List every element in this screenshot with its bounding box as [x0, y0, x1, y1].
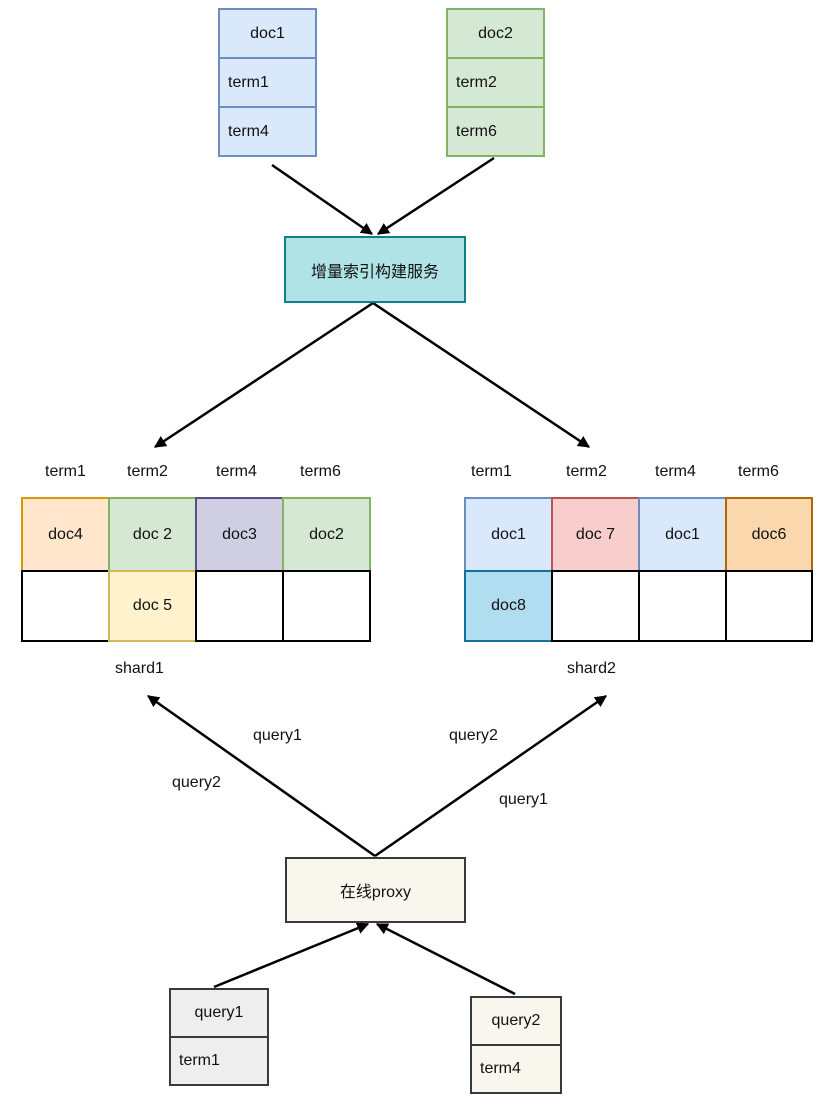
shard2-cell: doc 7 [551, 497, 640, 572]
shard2-column-header: term2 [566, 463, 607, 480]
shard2-column-header: term1 [471, 463, 512, 480]
edge-label-query2-right: query2 [449, 727, 498, 744]
shard2-cell: doc8 [464, 570, 553, 642]
query1-term-row: term1 [169, 1036, 269, 1086]
doc1-term-row: term4 [218, 106, 317, 157]
shard2-cell [725, 570, 813, 642]
doc1-header: doc1 [218, 8, 317, 59]
query2-term-row: term4 [470, 1044, 562, 1094]
shard1-cell [195, 570, 284, 642]
edge-label-query1-right: query1 [499, 791, 548, 808]
shard1-cell: doc2 [282, 497, 371, 572]
edge-label-query2-left: query2 [172, 774, 221, 791]
edge-doc2-to-service [376, 156, 495, 236]
edge-query2-to-proxy [375, 922, 516, 996]
online-proxy-box: 在线proxy [285, 857, 466, 923]
edge-doc1-to-service [271, 163, 373, 236]
query2-header: query2 [470, 996, 562, 1046]
shard1-column-header: term4 [216, 463, 257, 480]
shard2-cell: doc1 [638, 497, 727, 572]
shard1-label: shard1 [115, 660, 164, 677]
edge-proxy-to-shard2 [374, 694, 607, 858]
doc2-term-row: term2 [446, 57, 545, 108]
shard2-cell: doc1 [464, 497, 553, 572]
shard1-cell: doc 5 [108, 570, 197, 642]
shard2-label: shard2 [567, 660, 616, 677]
shard1-cell: doc 2 [108, 497, 197, 572]
query1-header: query1 [169, 988, 269, 1038]
shard1-cell: doc4 [21, 497, 110, 572]
shard2-cell: doc6 [725, 497, 813, 572]
shard2-cell [638, 570, 727, 642]
edge-service-to-shard2 [372, 301, 590, 449]
edge-service-to-shard1 [153, 301, 374, 449]
shard1-cell [282, 570, 371, 642]
edge-query1-to-proxy [213, 922, 370, 989]
doc2-term-row: term6 [446, 106, 545, 157]
doc1-term-row: term1 [218, 57, 317, 108]
shard1-column-header: term2 [127, 463, 168, 480]
edge-label-query1-left: query1 [253, 727, 302, 744]
shard2-column-header: term6 [738, 463, 779, 480]
doc2-header: doc2 [446, 8, 545, 59]
shard1-column-header: term6 [300, 463, 341, 480]
shard1-cell: doc3 [195, 497, 284, 572]
index-build-service-box: 增量索引构建服务 [284, 236, 466, 303]
shard1-column-header: term1 [45, 463, 86, 480]
shard2-cell [551, 570, 640, 642]
shard2-column-header: term4 [655, 463, 696, 480]
shard1-cell [21, 570, 110, 642]
